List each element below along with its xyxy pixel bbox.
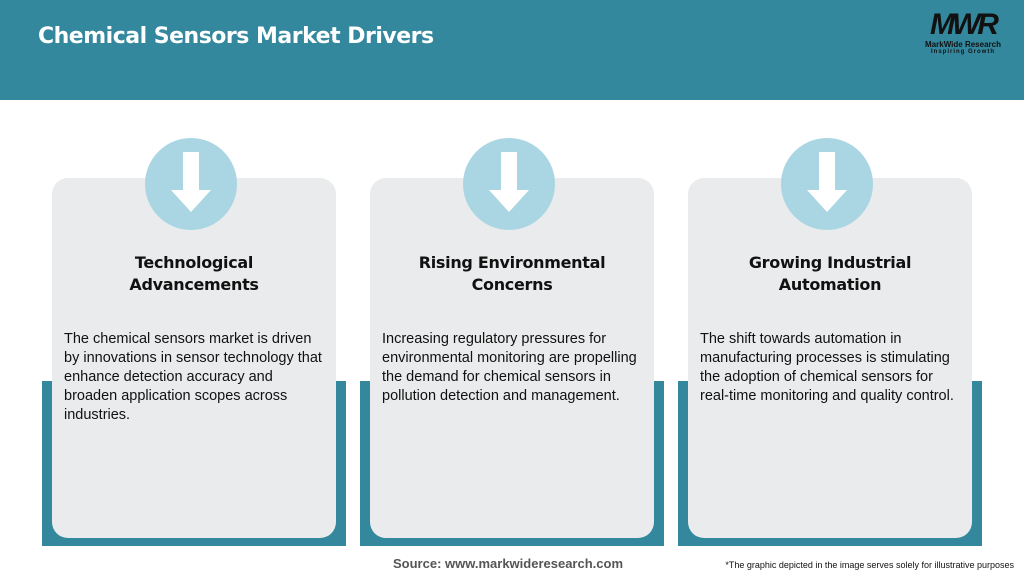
driver-card: Growing Industrial Automation The shift … xyxy=(688,178,972,538)
arrow-down-icon xyxy=(171,152,211,212)
logo: MWR MarkWide Research Inspiring Growth xyxy=(922,10,1004,56)
arrow-down-icon xyxy=(489,152,529,212)
header-banner: Chemical Sensors Market Drivers MWR Mark… xyxy=(0,0,1024,100)
arrow-down-icon xyxy=(807,152,847,212)
driver-card: Technological Advancements The chemical … xyxy=(52,178,336,538)
logo-tagline: Inspiring Growth xyxy=(931,49,995,55)
source-text: Source: www.markwideresearch.com xyxy=(393,556,624,571)
disclaimer-note: *The graphic depicted in the image serve… xyxy=(725,560,1014,570)
page-title: Chemical Sensors Market Drivers xyxy=(38,24,434,49)
icon-circle xyxy=(781,138,873,230)
driver-card: Rising Environmental Concerns Increasing… xyxy=(370,178,654,538)
logo-name: MarkWide Research xyxy=(925,40,1001,49)
card-title: Rising Environmental Concerns xyxy=(418,253,606,294)
card-description: The shift towards automation in manufact… xyxy=(700,331,954,404)
card-title: Growing Industrial Automation xyxy=(748,253,912,294)
card-title: Technological Advancements xyxy=(129,253,259,294)
card-description: Increasing regulatory pressures for envi… xyxy=(382,331,637,404)
logo-mark: MWR xyxy=(930,8,999,41)
card-description: The chemical sensors market is driven by… xyxy=(64,331,322,423)
icon-circle xyxy=(463,138,555,230)
icon-circle xyxy=(145,138,237,230)
